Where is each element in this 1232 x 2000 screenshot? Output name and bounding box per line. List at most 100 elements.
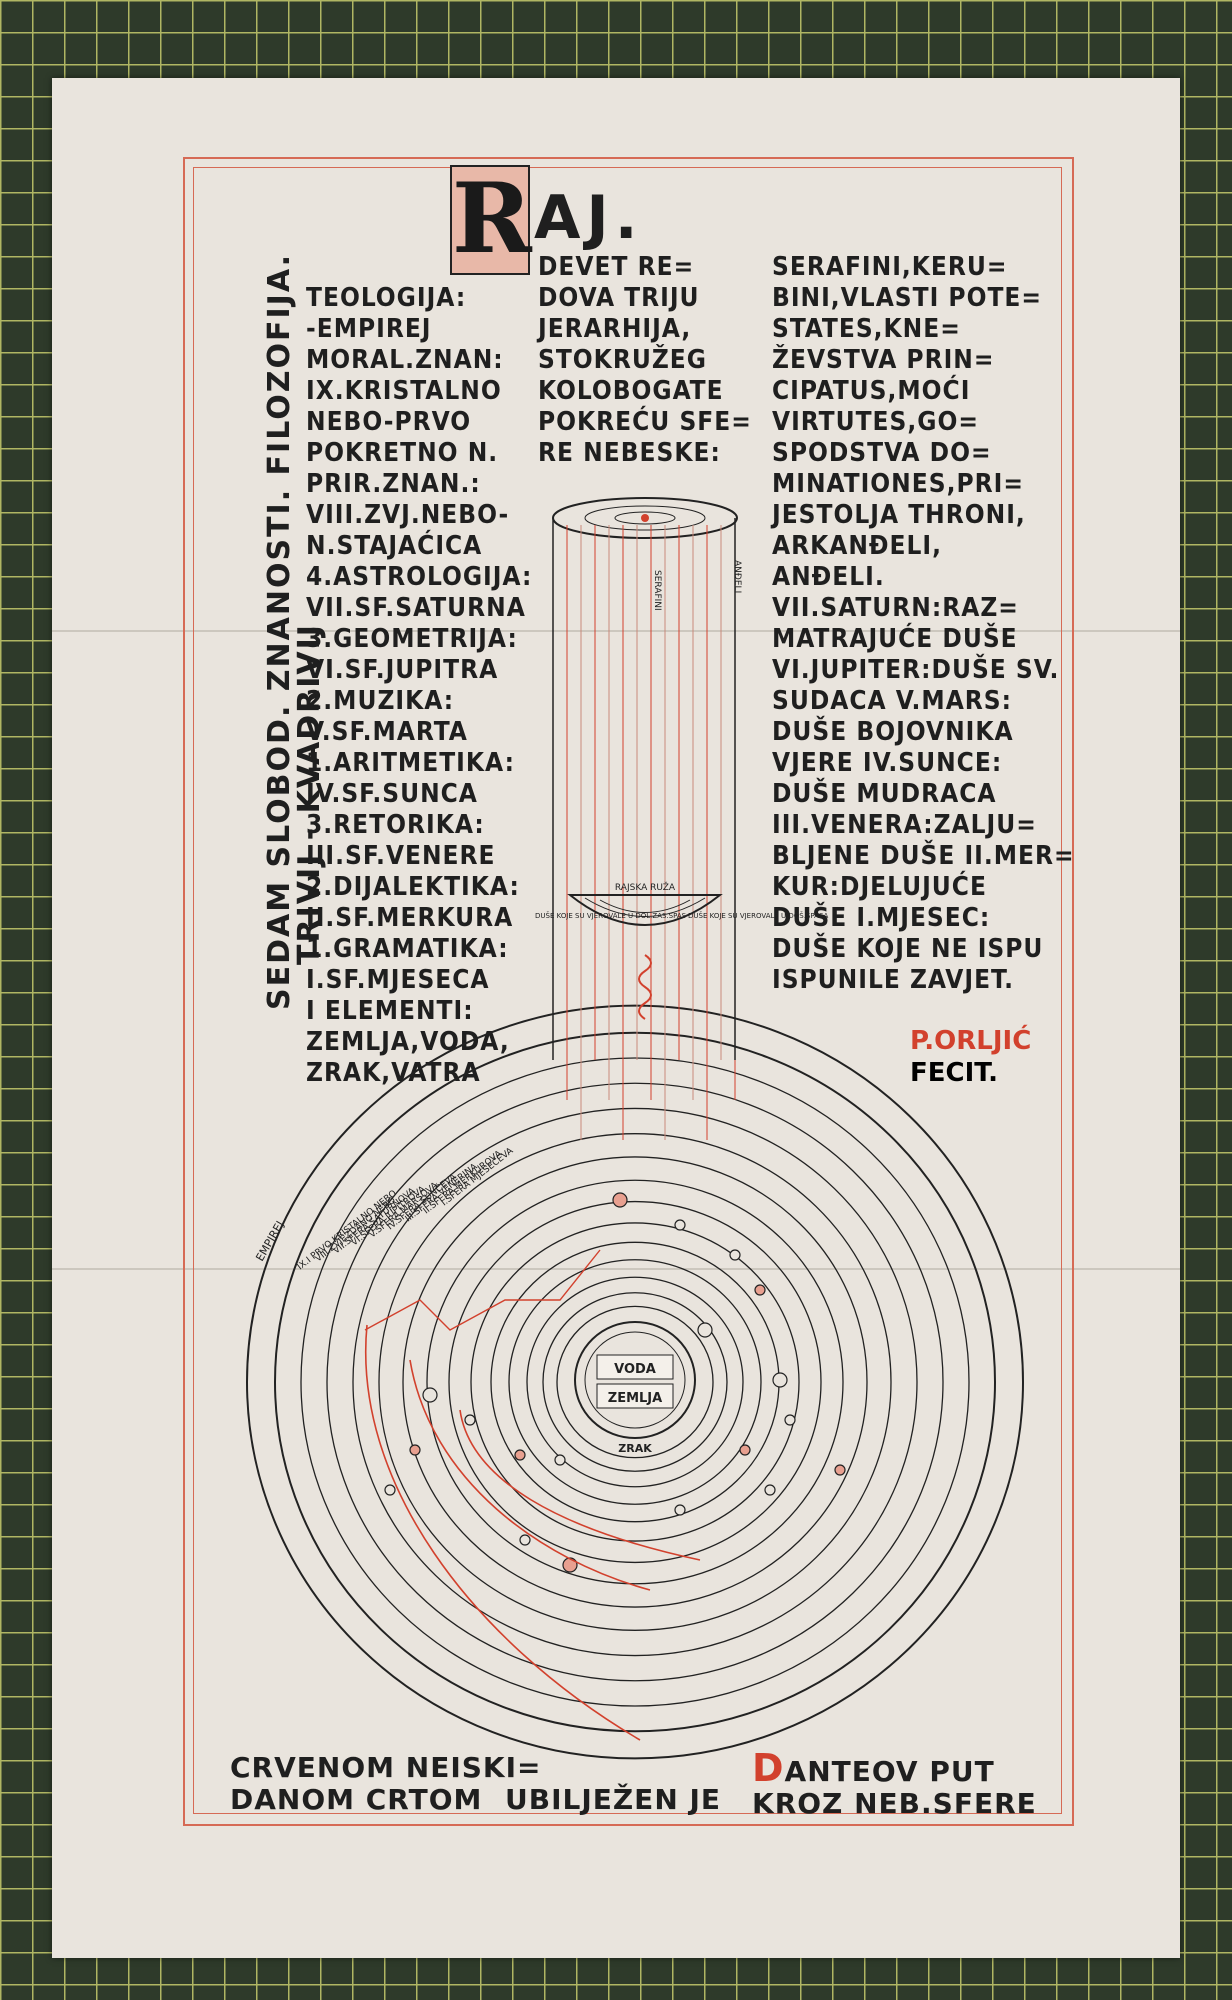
middle-column-line: KOLOBOGATE [538, 376, 724, 406]
bowl-left-note: DUŠE KOJE SU VJEROVALE U DOL.ZAS.SPAS [535, 911, 687, 920]
right-column-line: VI.JUPITER:DUŠE SV. [772, 655, 1060, 685]
bottom-right-caption: DANTEOV PUT KROZ NEB.SFERE [752, 1749, 1037, 1820]
left-column-line: N.STAJAĆICA [306, 531, 483, 561]
right-column-line: ISPUNILE ZAVJET. [772, 965, 1014, 995]
planet-marker [697, 1322, 713, 1338]
right-column-line: BLJENE DUŠE II.MER= [772, 841, 1075, 871]
bottom-left-line1: CRVENOM NEISKI= [230, 1751, 542, 1784]
earth-water-label: VODA [614, 1362, 656, 1377]
paradise-cylinder: SERAFINI ANĐELI [552, 497, 742, 1140]
planet-marker [422, 1387, 438, 1403]
earth-land-label: ZEMLJA [608, 1391, 662, 1406]
left-column-line: 4.ASTROLOGIJA: [306, 562, 533, 592]
left-column-line: 2.MUZIKA: [306, 686, 455, 716]
bottom-left-line2: DANOM CRTOM [230, 1783, 483, 1816]
right-column-line: STATES,KNE= [772, 314, 961, 344]
left-column-line: III.SF.VENERE [306, 841, 496, 871]
fold-line-upper [52, 630, 1180, 632]
left-column-line: 3.RETORIKA: [306, 810, 485, 840]
right-column-line: KUR:DJELUJUĆE [772, 872, 987, 902]
signature: P.ORLJIĆ FECIT. [910, 1025, 1031, 1089]
planet-marker [674, 1504, 686, 1516]
signature-name: P.ORLJIĆ [910, 1026, 1032, 1056]
sphere-ring [274, 1031, 996, 1733]
sphere-ring [470, 1222, 800, 1542]
title-initial-letter: R [450, 162, 532, 275]
bottom-right-initial: D [752, 1746, 785, 1790]
planet-marker [554, 1454, 566, 1466]
left-column-line: 3.GEOMETRIJA: [306, 624, 518, 654]
right-column-line: VIRTUTES,GO= [772, 407, 979, 437]
left-column-line: 1.GRAMATIKA: [306, 934, 509, 964]
right-column-line: DUŠE MUDRACA [772, 779, 997, 809]
planet-marker [384, 1484, 396, 1496]
bottom-right-line1: DANTEOV PUT [752, 1749, 1037, 1788]
middle-column-line: DEVET RE= [538, 252, 695, 282]
sphere-ring [352, 1107, 918, 1657]
left-column-line: TEOLOGIJA: [306, 283, 467, 313]
planet-marker [562, 1557, 578, 1573]
planet-marker [834, 1464, 846, 1476]
planet-marker [784, 1414, 796, 1426]
right-column-line: JESTOLJA THRONI, [772, 500, 1026, 530]
middle-column-line: DOVA TRIJU [538, 283, 700, 313]
sphere-ring [378, 1133, 892, 1631]
right-text-column: SERAFINI,KERU=BINI,VLASTI POTE=STATES,KN… [772, 252, 1075, 996]
left-column-line: ZEMLJA,VODA, [306, 1027, 510, 1057]
left-column-line: IX.KRISTALNO [306, 376, 502, 406]
left-column-line: I ELEMENTI: [306, 996, 474, 1026]
sphere-ring [508, 1259, 762, 1505]
left-column-line: VII.SF.SATURNA [306, 593, 526, 623]
right-column-line: BINI,VLASTI POTE= [772, 283, 1042, 313]
right-column-line: VJERE IV.SUNCE: [772, 748, 1003, 778]
planet-marker [514, 1449, 526, 1461]
planet-marker [464, 1414, 476, 1426]
sphere-ring [526, 1276, 744, 1488]
left-column-line: VIII.ZVJ.NEBO- [306, 500, 510, 530]
planet-marker [612, 1192, 628, 1208]
air-label: ZRAK [618, 1442, 652, 1455]
right-column-line: ARKANĐELI, [772, 531, 942, 561]
cylinder-top-inner [584, 505, 706, 531]
bottom-left-caption: CRVENOM NEISKI= DANOM CRTOM [230, 1752, 541, 1816]
rose-bowl: RAJSKA RUŽA DUŠE KOJE SU VJEROVALE U DOL… [535, 881, 829, 1020]
sphere-ring [300, 1057, 970, 1707]
right-column-line: MINATIONES,PRI= [772, 469, 1024, 499]
planet-marker [764, 1484, 776, 1496]
bowl-label: RAJSKA RUŽA [615, 881, 676, 893]
signature-fecit: FECIT. [910, 1058, 998, 1088]
left-column-line: POKRETNO N. [306, 438, 499, 468]
celestial-spheres [246, 1004, 1024, 1760]
planet-marker [754, 1284, 766, 1296]
left-column-line: VI.SF.JUPITRA [306, 655, 499, 685]
right-column-line: DUŠE BOJOVNIKA [772, 717, 1014, 747]
left-column-line: PRIR.ZNAN.: [306, 469, 481, 499]
bowl-shape [567, 894, 723, 926]
right-column-line: MATRAJUĆE DUŠE [772, 624, 1018, 654]
paper-sheet [52, 78, 1180, 1958]
left-column-line: I.SF.MJESECA [306, 965, 490, 995]
sphere-ring [542, 1292, 728, 1472]
planet-marker [409, 1444, 421, 1456]
red-border-outer [183, 157, 1074, 1826]
sphere-ring [448, 1200, 822, 1564]
middle-column-line: STOKRUŽEG [538, 345, 707, 375]
cylinder-rays [552, 518, 736, 1140]
earth-globe: VODA ZEMLJA ZRAK [574, 1321, 696, 1455]
spiral-descent [638, 954, 652, 1020]
cylinder-top-core [614, 511, 676, 525]
middle-column-line: JERARHIJA, [538, 314, 692, 344]
right-column-line: DUŠE KOJE NE ISPU [772, 934, 1044, 964]
right-column-line: SUDACA V.MARS: [772, 686, 1013, 716]
bottom-mid-caption: UBILJEŽEN JE [505, 1783, 722, 1816]
right-column-line: SPODSTVA DO= [772, 438, 992, 468]
right-column-line: CIPATUS,MOĆI [772, 376, 971, 406]
right-column-line: ŽEVSTVA PRIN= [772, 345, 995, 375]
cylinder-center-dot [641, 514, 649, 522]
title-text: AJ. [534, 183, 644, 253]
sphere-ring [326, 1082, 944, 1682]
